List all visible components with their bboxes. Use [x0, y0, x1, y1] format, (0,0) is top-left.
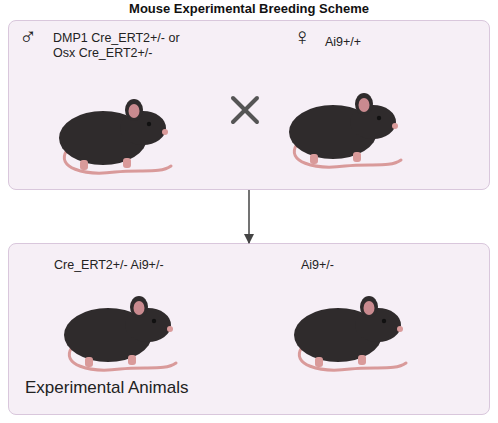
panel-text: Cre_ERT2+/- Ai9+/- [54, 258, 244, 273]
diagram-title: Mouse Experimental Breeding Scheme [0, 1, 498, 16]
panel-box: ♂DMP1 Cre_ERT2+/- or Osx Cre_ERT2+/- ♀Ai9… [8, 20, 490, 190]
flow-arrow [248, 190, 250, 243]
panel-text: ♀ [293, 23, 323, 52]
male-mouse [59, 99, 171, 173]
panel-text: DMP1 Cre_ERT2+/- or Osx Cre_ERT2+/- [53, 31, 183, 61]
offspring-mouse [64, 296, 176, 370]
cross-symbol [233, 98, 257, 122]
panel-text: Experimental Animals [25, 378, 285, 398]
panel-text: ♂ [19, 23, 49, 52]
female-mouse [289, 93, 401, 167]
panel-text: Ai9+/- [301, 258, 421, 273]
panel-box: Cre_ERT2+/- Ai9+/- Ai9+/- Experimental Ani… [8, 243, 490, 415]
offspring-mouse [294, 296, 406, 370]
panel-text: Ai9+/+ [325, 35, 445, 50]
